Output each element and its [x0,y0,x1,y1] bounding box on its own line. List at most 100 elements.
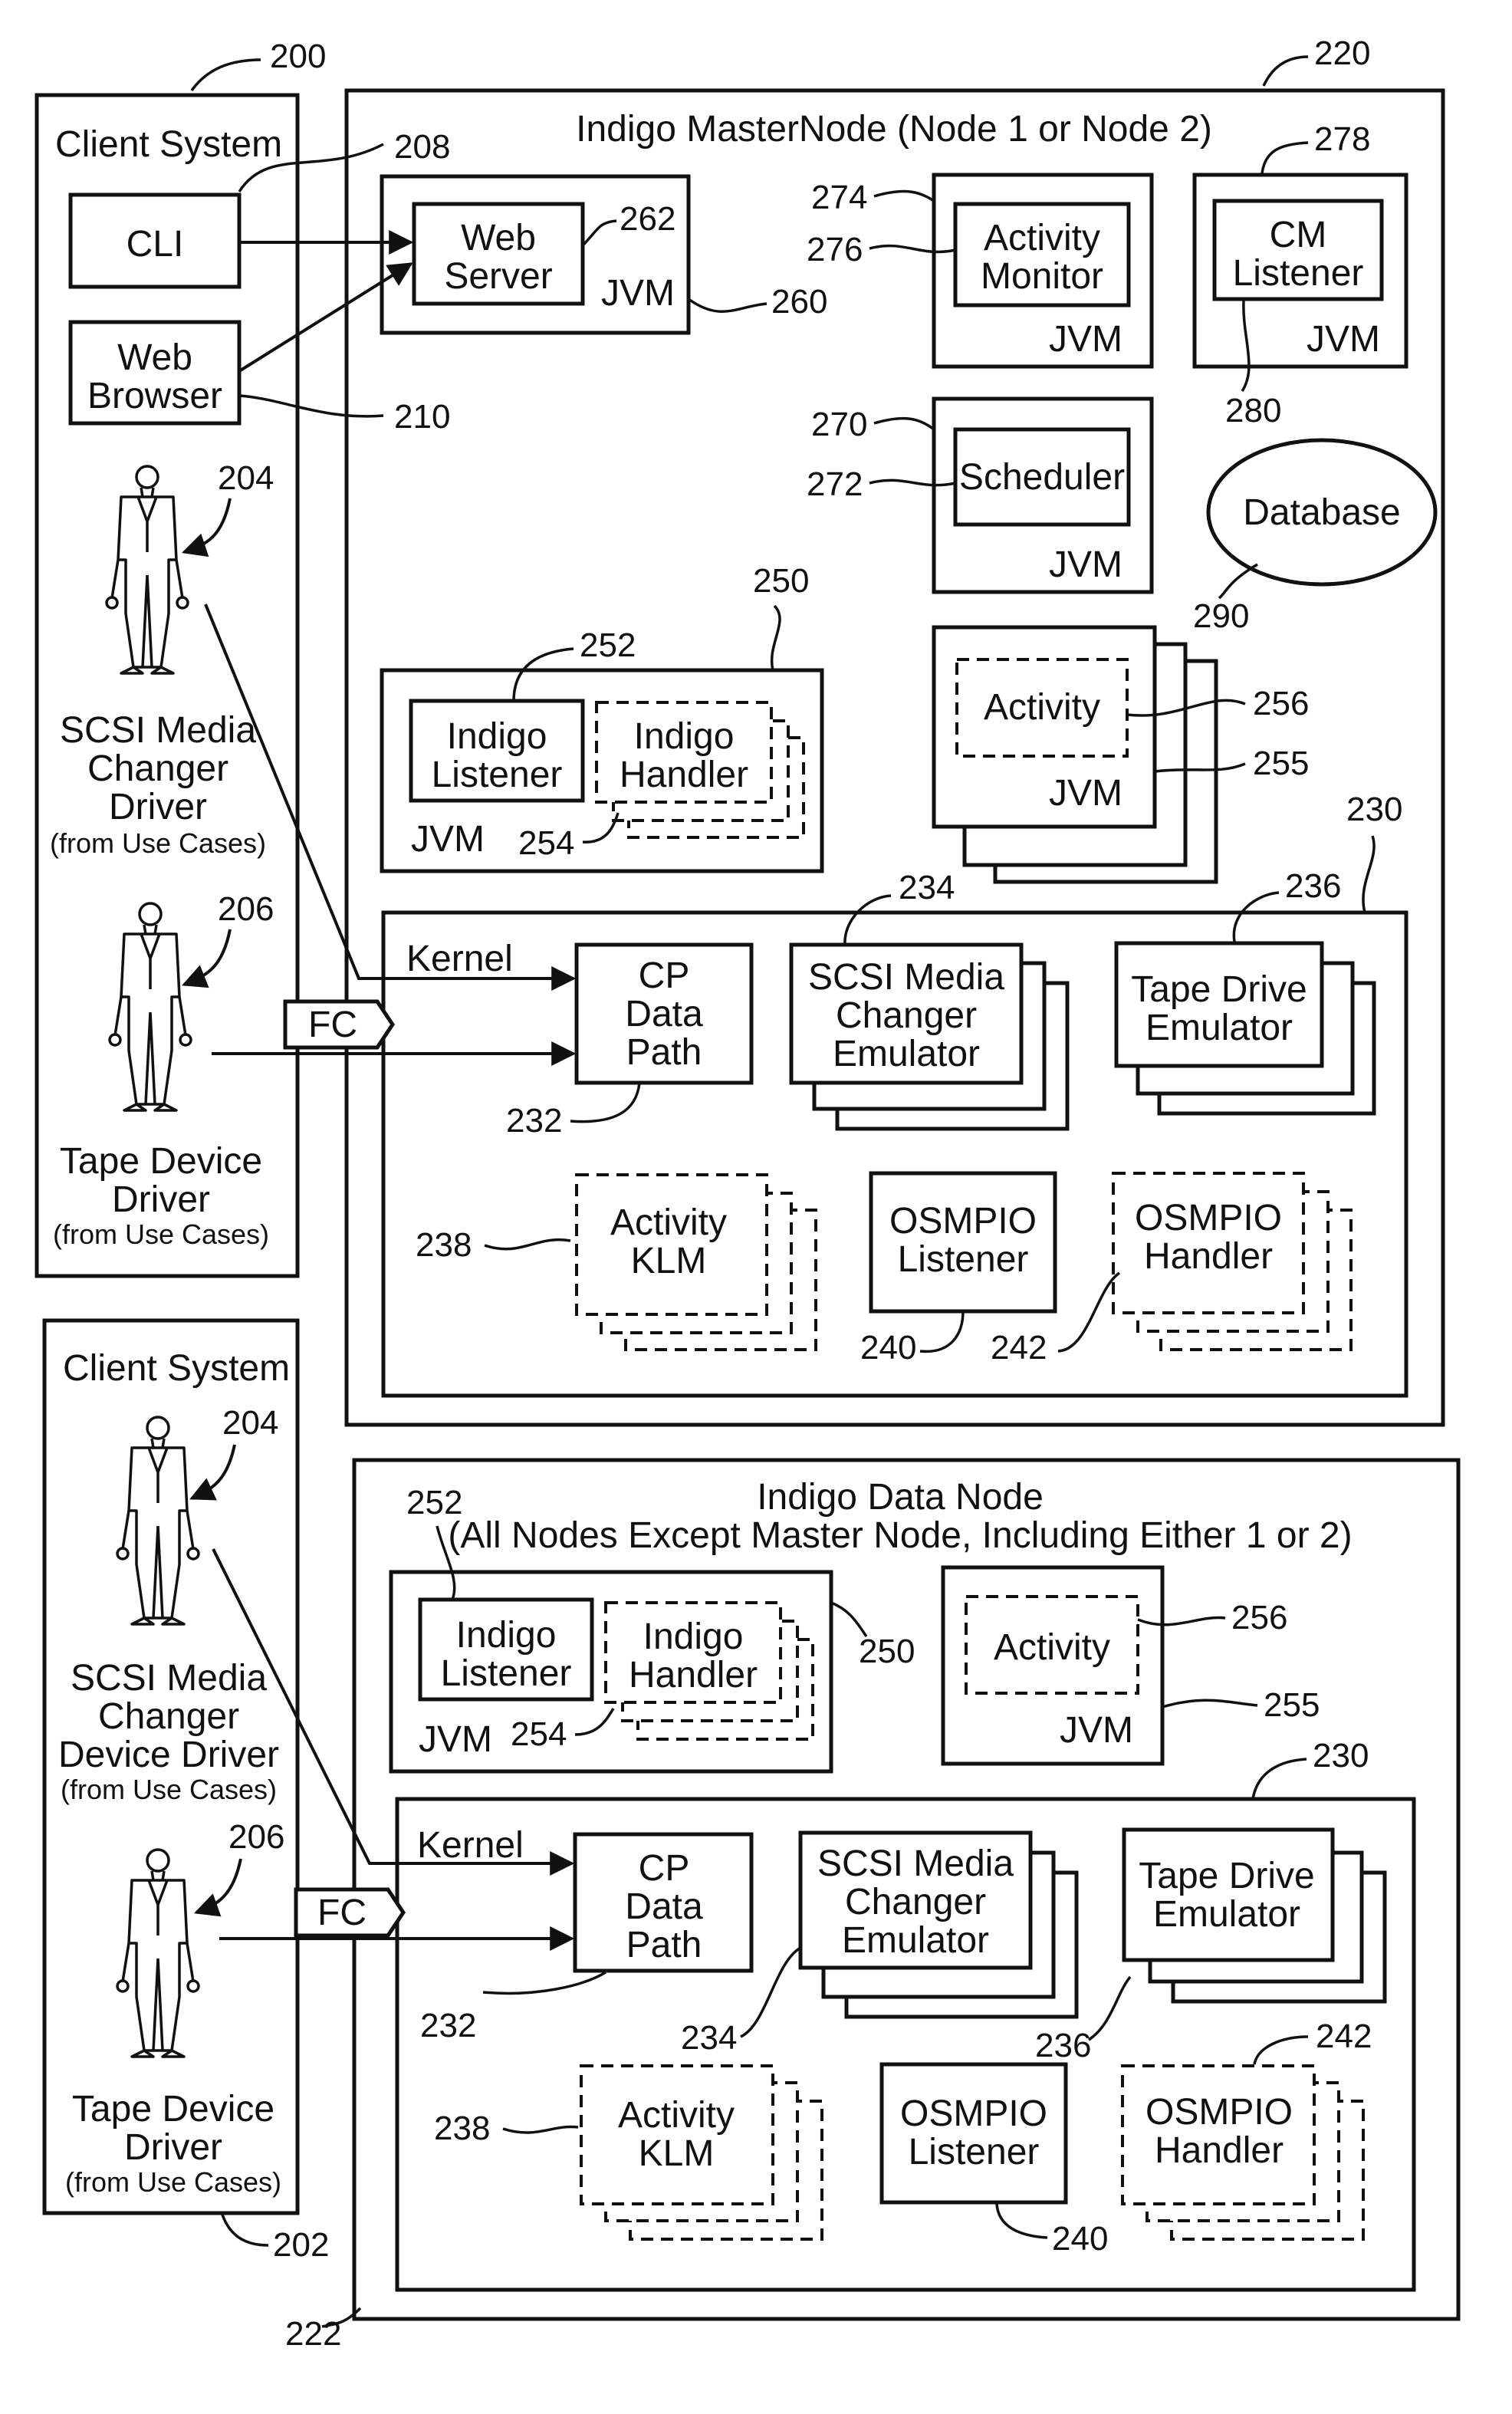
cp-line3: Path [626,1032,702,1073]
tape-driver-actor-icon-2 [117,1850,199,2057]
scsi-driver-line3: Driver [109,787,207,827]
ref-236: 236 [1285,867,1341,905]
ref-230-2: 230 [1313,1737,1369,1774]
leader-240-2 [997,2204,1047,2238]
tape-driver2-line2: Driver [124,2127,222,2168]
indigo-handler-line1: Indigo [634,716,735,757]
client-title: Client System [55,124,282,165]
leader-238-2 [503,2126,578,2133]
scsi-emu2-line3: Emulator [842,1920,989,1961]
leader-242 [1058,1273,1119,1351]
ref-290: 290 [1193,597,1249,635]
cp-line2: Data [625,994,703,1034]
ref-278: 278 [1314,120,1370,158]
leader-206 [184,929,230,985]
ref-252: 252 [580,627,636,664]
ref-200: 200 [270,38,326,75]
tape-emu-line1: Tape Drive [1131,969,1307,1010]
ref-254-2: 254 [511,1715,567,1753]
activity-label: Activity [984,687,1100,728]
osmpio-listener2-line1: OSMPIO [900,2093,1047,2134]
tape-driver2-line1: Tape Device [72,2089,274,2130]
scsi-driver-line2: Changer [87,748,228,789]
leader-236 [1234,893,1279,942]
leader-220 [1264,57,1308,86]
activity-jvm2-label: JVM [1060,1710,1133,1751]
ref-242: 242 [991,1329,1047,1367]
leader-236-2 [1089,1977,1130,2040]
ref-252-2: 252 [406,1484,462,1521]
webserver-line2: Server [444,256,552,297]
ref-234-2: 234 [681,2019,737,2057]
ref-240-2: 240 [1052,2220,1108,2258]
browser-line1: Web [117,337,192,378]
ref-232: 232 [506,1102,562,1140]
ref-272: 272 [807,465,863,503]
osmpio-handler2-line2: Handler [1155,2130,1284,2171]
data-node-title-line2: (All Nodes Except Master Node, Including… [448,1515,1352,1556]
leader-210 [239,396,383,416]
scsi-driver2-line3: Device Driver [58,1735,279,1775]
cp-line1: CP [639,955,690,996]
cm-listener-line1: CM [1270,215,1327,255]
ref-238-2: 238 [434,2110,490,2147]
database-label: Database [1243,492,1400,533]
ref-208: 208 [394,128,450,166]
cm-listener-jvm-label: JVM [1307,319,1380,360]
client-title-2: Client System [63,1348,290,1389]
ref-255-2: 255 [1264,1686,1320,1724]
fc-label: FC [308,1005,357,1045]
tape-emu2-line1: Tape Drive [1139,1856,1314,1896]
leader-240 [920,1311,963,1351]
leader-200 [192,60,261,90]
activity-jvm-label: JVM [1049,773,1122,814]
leader-270 [874,419,934,429]
tape-driver2-note: (from Use Cases) [65,2166,281,2198]
ref-250-2: 250 [859,1633,915,1670]
scsi-emu2-line2: Changer [845,1882,986,1922]
scheduler-jvm-label: JVM [1049,544,1122,585]
ref-256-2: 256 [1231,1599,1287,1636]
scsi-driver2-line1: SCSI Media [71,1658,267,1699]
leader-290 [1219,564,1257,598]
ref-256: 256 [1253,685,1309,722]
browser-line2: Browser [87,376,222,416]
indigo-handler2-line2: Handler [629,1655,758,1695]
leader-250-2 [831,1603,866,1636]
ref-234: 234 [899,869,955,906]
tape-driver-actor-icon [110,903,191,1110]
leader-255-2 [1162,1700,1257,1707]
data-node-title-line1: Indigo Data Node [757,1477,1044,1518]
leader-232 [570,1083,639,1122]
scsi-emu-line1: SCSI Media [808,957,1004,998]
cp2-line1: CP [639,1848,690,1889]
indigo-jvm2-label: JVM [419,1719,492,1760]
activity-monitor-line2: Monitor [981,256,1103,297]
osmpio-handler-line2: Handler [1144,1236,1273,1277]
ref-210: 210 [394,398,450,436]
tape-driver-note: (from Use Cases) [53,1219,269,1250]
leader-278 [1262,143,1308,173]
leader-242-2 [1254,2037,1308,2064]
indigo-handler2-line1: Indigo [643,1616,744,1657]
ref-276: 276 [807,231,863,268]
leader-274 [874,191,934,201]
ref-240: 240 [860,1329,916,1367]
activity-klm-line1: Activity [610,1202,727,1243]
indigo-listener-line2: Listener [432,755,563,795]
ref-250: 250 [753,562,809,600]
cp2-line3: Path [626,1925,702,1965]
fc2-label: FC [317,1893,366,1933]
kernel2-label: Kernel [417,1825,524,1866]
scsi-driver2-note: (from Use Cases) [61,1774,277,1805]
leader-250 [772,606,780,670]
leader-204-2 [192,1445,235,1498]
master-node-title: Indigo MasterNode (Node 1 or Node 2) [576,109,1212,150]
leader-206-2 [196,1859,241,1912]
tape-driver-line1: Tape Device [60,1141,262,1182]
tape-driver-line2: Driver [112,1179,210,1220]
webserver-line1: Web [461,218,536,258]
indigo-jvm-label: JVM [411,819,485,860]
indigo-listener2-line2: Listener [441,1653,572,1694]
